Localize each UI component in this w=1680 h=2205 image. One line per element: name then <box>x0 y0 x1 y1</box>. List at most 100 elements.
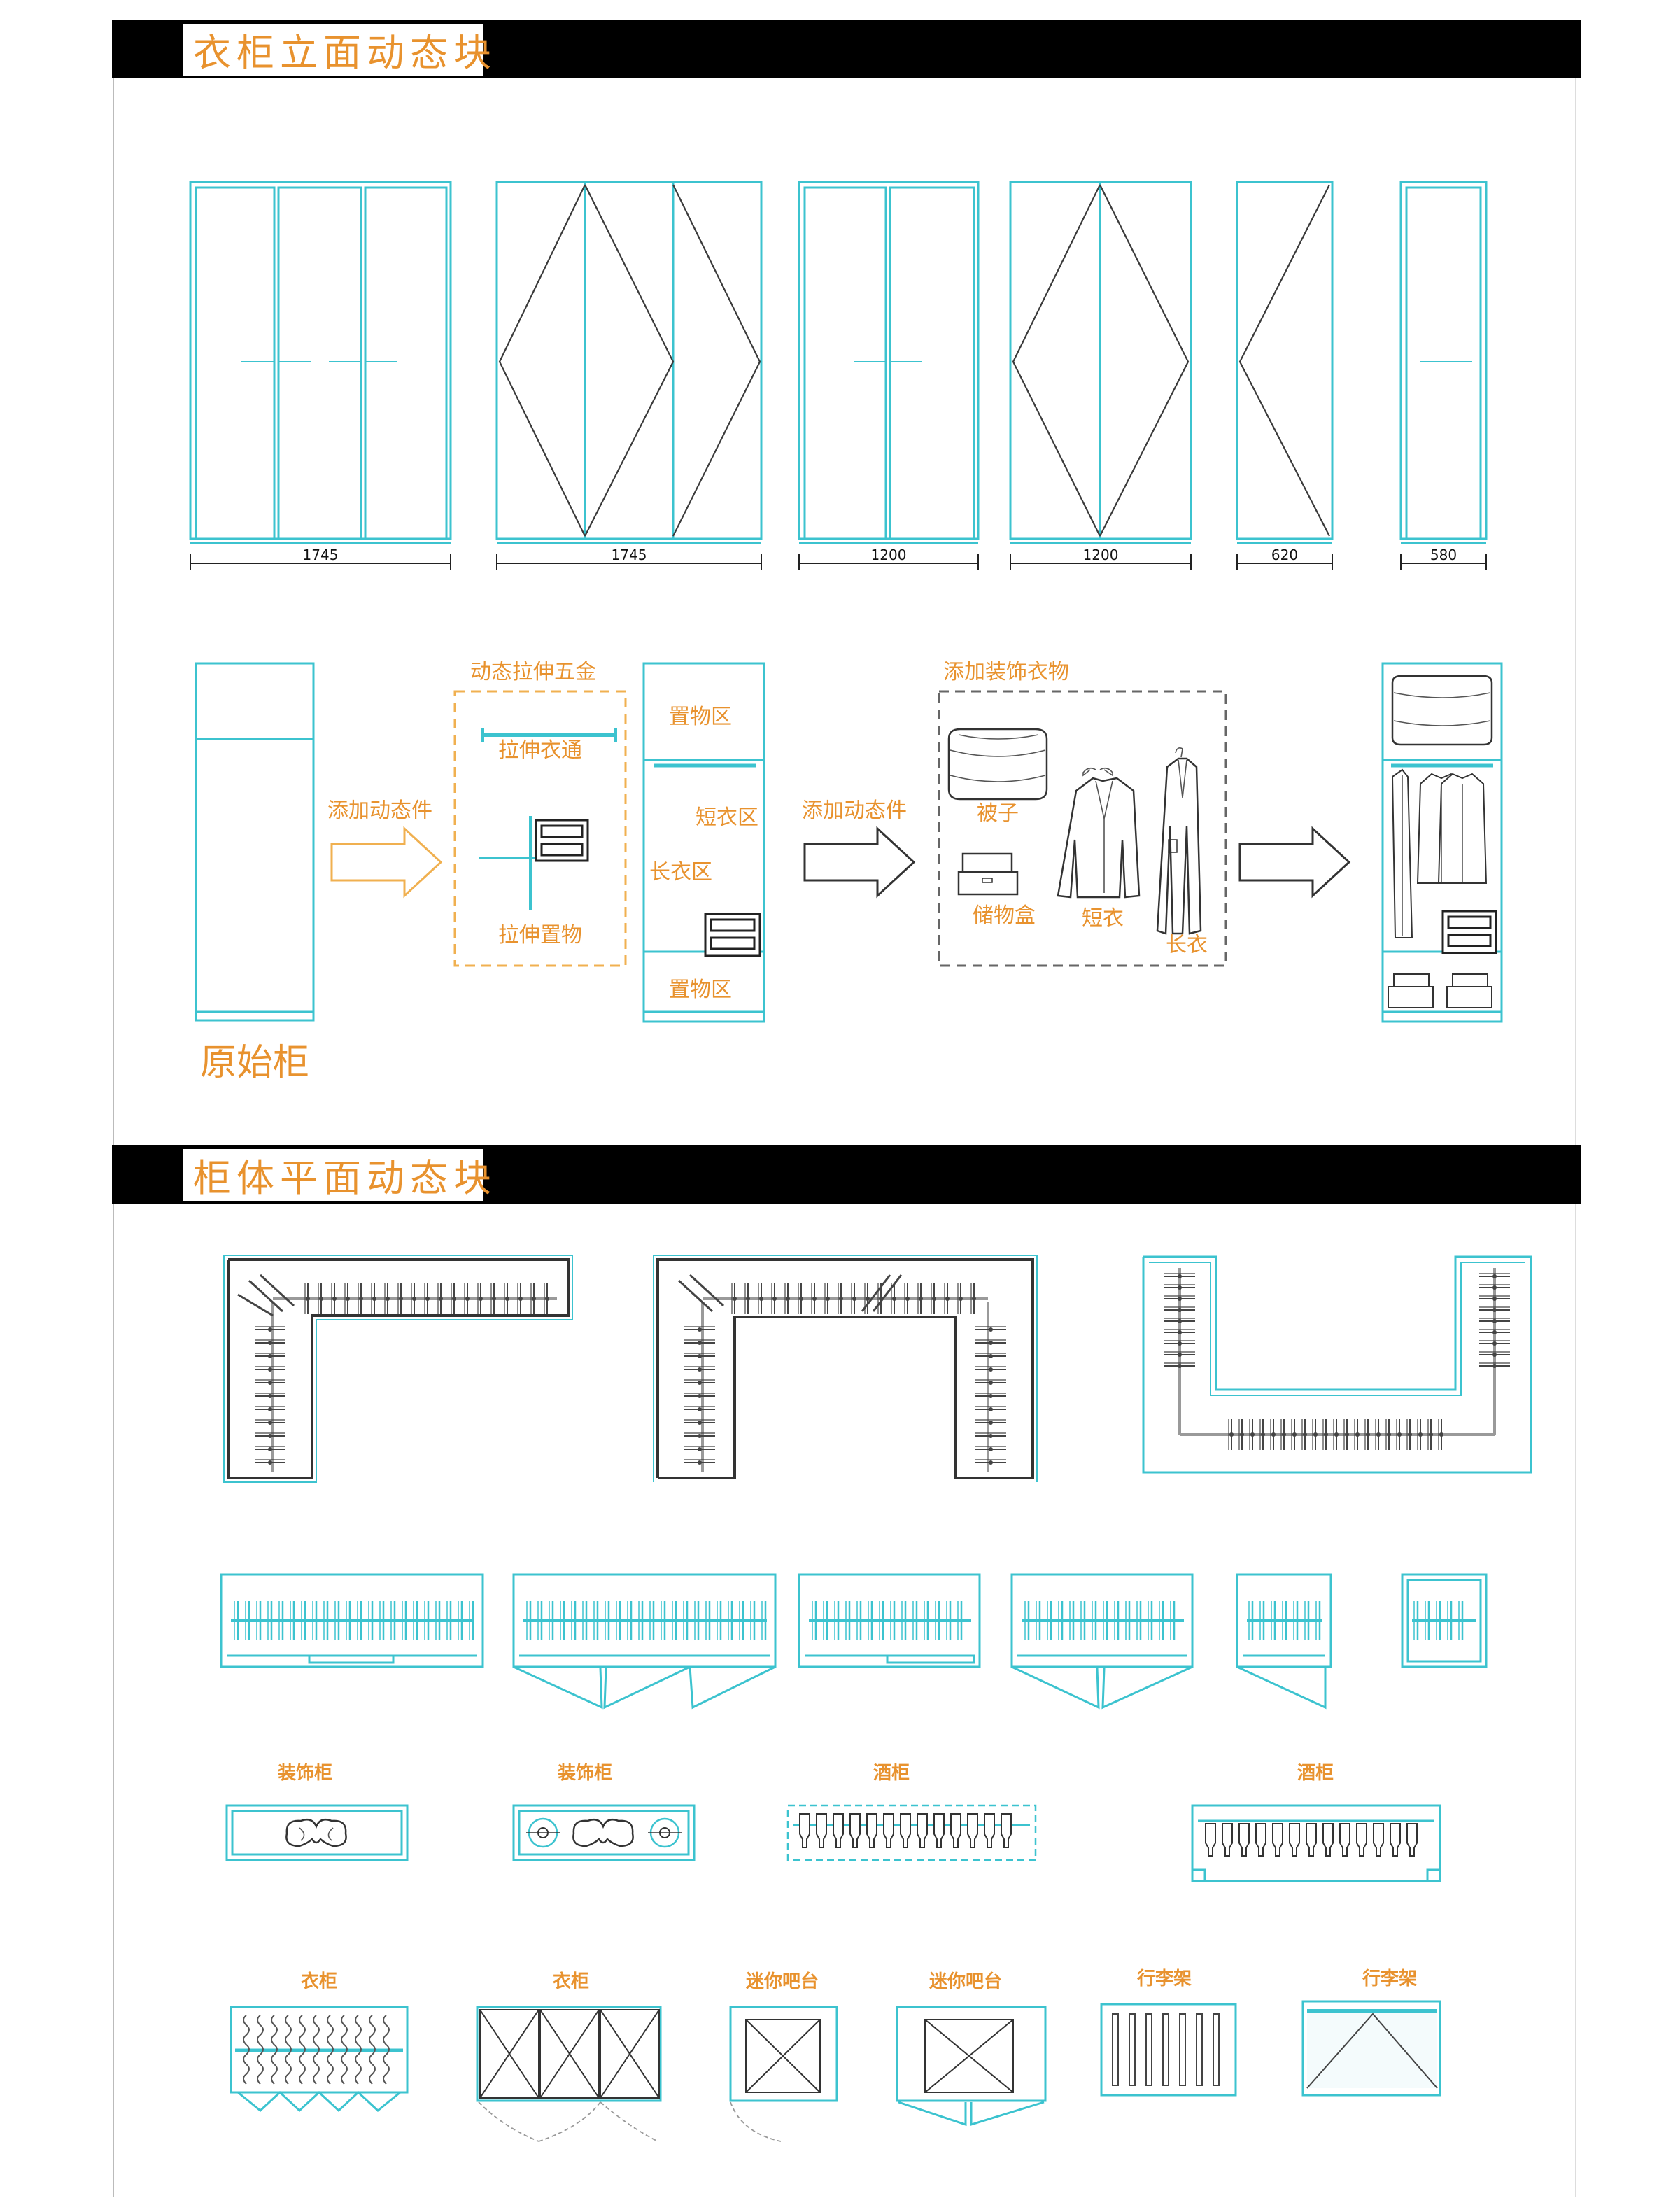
bottle-icon <box>1339 1823 1350 1857</box>
hanger-icon <box>1228 1418 1234 1451</box>
coat-hanger-icon <box>341 2015 348 2085</box>
hanger-icon <box>1301 1418 1308 1451</box>
hanger-icon <box>1270 1418 1276 1451</box>
rack-slat <box>1145 2013 1152 2086</box>
bottle-icon <box>1238 1823 1250 1857</box>
elevation-2-door-closed <box>798 181 980 544</box>
bottle-icon <box>1255 1823 1266 1857</box>
decor-cabinet-2 <box>512 1804 696 1861</box>
hanger-icon <box>424 1283 430 1315</box>
hanger-icon <box>771 1283 777 1315</box>
dynamic-hardware-box: 动态拉伸五金 拉伸衣通 拉伸置物 <box>453 660 627 967</box>
wine-cabinet-2 <box>1191 1804 1441 1882</box>
hanger-icon <box>384 1283 390 1315</box>
hanger-icon <box>975 1446 1007 1452</box>
plan-linear-4 <box>1010 1573 1194 1710</box>
bottle-icon <box>933 1813 945 1848</box>
hanger-icon <box>1164 1273 1196 1279</box>
hanger-icon <box>1333 1418 1339 1451</box>
decor-items-box: 添加装饰衣物 被子 储物盒 短衣 <box>938 660 1227 967</box>
hanger-icon <box>1322 1418 1329 1451</box>
bottle-icon <box>816 1813 827 1848</box>
hanger-icon <box>1478 1318 1511 1324</box>
short-clothes-zone: 短衣区 <box>696 805 758 830</box>
bottle-icon <box>883 1813 894 1848</box>
bottle-icon <box>1001 1813 1012 1848</box>
dimension-label: 580 <box>1430 547 1457 563</box>
wine-cabinet-label-1: 酒柜 <box>873 1763 910 1784</box>
hanger-icon <box>1417 1418 1423 1451</box>
hanger-icon <box>1164 1351 1196 1358</box>
bottle-icon <box>866 1813 877 1848</box>
coat-hanger-icon <box>299 2015 306 2085</box>
hanger-icon <box>975 1406 1007 1412</box>
hanger-icon <box>254 1459 286 1465</box>
long-coat-label: 长衣 <box>1166 933 1208 957</box>
wardrobe-plan-1 <box>230 2006 409 2113</box>
elevation-section-title: 衣柜立面动态块 <box>193 31 497 75</box>
hanger-icon <box>1478 1273 1511 1279</box>
hanger-icon <box>851 1283 857 1315</box>
hanger-icon <box>1164 1284 1196 1290</box>
hanger-icon <box>684 1432 716 1439</box>
coat-hanger-icon <box>327 2015 334 2085</box>
hanger-icon <box>975 1353 1007 1359</box>
bottle-icon <box>967 1813 978 1848</box>
bottle-icon <box>1373 1823 1384 1857</box>
hanger-icon <box>957 1283 963 1315</box>
hanger-icon <box>970 1283 977 1315</box>
arrow-icon <box>330 826 443 899</box>
dimension-label: 1200 <box>871 547 907 563</box>
coat-hanger-icon <box>285 2015 292 2085</box>
hanger-icon <box>731 1283 737 1315</box>
process-row: 原始柜 添加动态件 动态拉伸五金 拉伸衣通 拉伸置物 <box>195 660 1503 1084</box>
hanger-icon <box>477 1283 483 1315</box>
hanger-icon <box>975 1432 1007 1439</box>
hanger-icon <box>358 1283 364 1315</box>
hanger-icon <box>975 1419 1007 1425</box>
bottle-icon <box>1205 1823 1216 1857</box>
coat-hanger-icon <box>313 2015 320 2085</box>
mini-bar-plan-1 <box>729 2006 838 2142</box>
hanger-icon <box>254 1366 286 1372</box>
hanger-icon <box>975 1326 1007 1332</box>
hanger-icon <box>931 1283 937 1315</box>
hanger-icon <box>254 1406 286 1412</box>
coat-hanger-icon <box>355 2015 362 2085</box>
bottle-icon <box>1222 1823 1233 1857</box>
plan-l-shape <box>223 1255 573 1483</box>
hanger-icon <box>684 1446 716 1452</box>
hanger-icon <box>331 1283 337 1315</box>
hanger-icon <box>1385 1418 1392 1451</box>
wine-cabinet-1 <box>786 1804 1037 1861</box>
hanger-icon <box>758 1283 764 1315</box>
hanger-icon <box>784 1283 791 1315</box>
rack-slat <box>1179 2013 1186 2086</box>
linear-plans <box>220 1573 1488 1710</box>
plan-linear-1 <box>220 1573 484 1668</box>
bottom-row: 衣柜 衣柜 迷你吧台 <box>230 1968 1441 2142</box>
hanger-icon <box>684 1379 716 1386</box>
final-cabinet <box>1381 662 1503 1023</box>
hanger-icon <box>1312 1418 1318 1451</box>
rack-slat <box>1129 2013 1136 2086</box>
dimension-lines: 1745 1745 1200 1200 620 580 <box>190 547 1487 570</box>
dynamic-hardware-title: 动态拉伸五金 <box>470 660 596 684</box>
hanger-icon <box>1343 1418 1350 1451</box>
hanger-icon <box>684 1366 716 1372</box>
hanger-icon <box>254 1393 286 1399</box>
bottle-icon <box>1390 1823 1401 1857</box>
arrow-icon <box>1238 826 1351 899</box>
bottle-icon <box>900 1813 911 1848</box>
hanger-icon <box>684 1406 716 1412</box>
hanger-icon <box>1164 1306 1196 1313</box>
coat-hanger-icon <box>271 2015 278 2085</box>
bottle-icon <box>1306 1823 1317 1857</box>
long-clothes-zone: 长衣区 <box>649 860 712 885</box>
add-decor-title: 添加装饰衣物 <box>943 660 1069 684</box>
hanger-icon <box>975 1366 1007 1372</box>
elevation-2-door-open <box>1009 181 1192 544</box>
zoned-cabinet: 置物区 短衣区 长衣区 置物区 <box>642 662 765 1023</box>
plan-section-title: 柜体平面动态块 <box>193 1156 497 1200</box>
wardrobe-plan-2 <box>476 2006 662 2142</box>
